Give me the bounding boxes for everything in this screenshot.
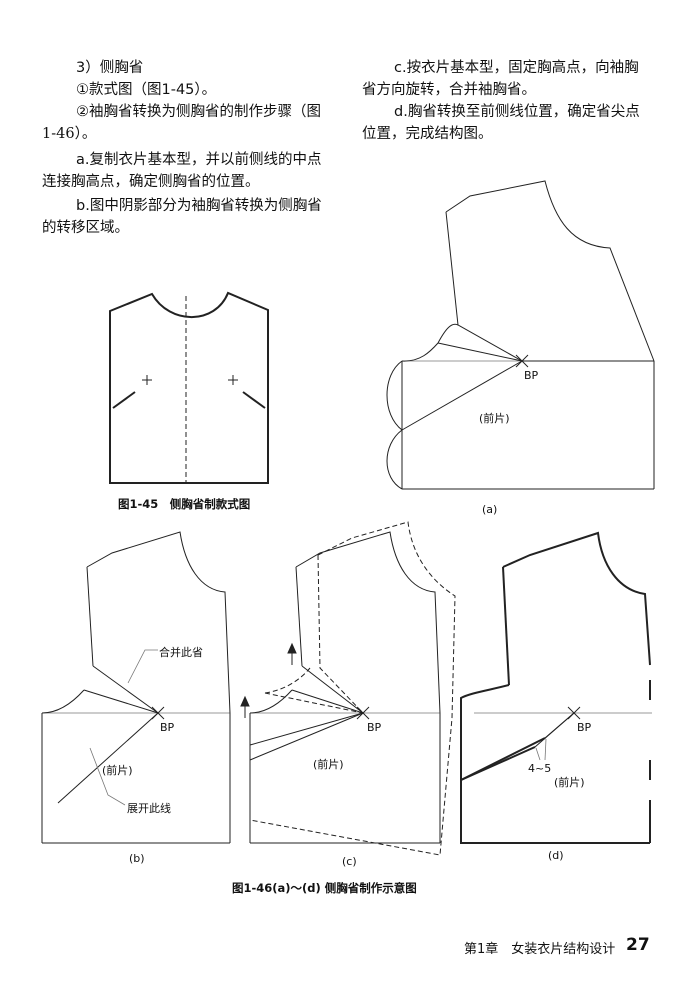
step-d-text-line1: d.胸省转换至前侧线位置，确定省尖点 xyxy=(394,104,640,120)
step-c-text-line1: c.按衣片基本型，固定胸高点，向袖胸 xyxy=(394,60,639,76)
section-heading: 3）侧胸省 xyxy=(76,60,144,76)
figure-c-label: (c) xyxy=(342,855,357,868)
figure-1-46-caption: 图1-46(a)～(d) 侧胸省制作示意图 xyxy=(232,881,417,895)
figure-b-label: (b) xyxy=(129,852,145,865)
step-1-text: ①款式图（图1-45）。 xyxy=(76,82,217,98)
bp-label-a: BP xyxy=(524,369,539,382)
figure-a xyxy=(386,180,655,490)
figure-1-45-caption: 图1-45 侧胸省制款式图 xyxy=(118,497,251,511)
step-2-text-line1: ②袖胸省转换为侧胸省的制作步骤（图 xyxy=(76,104,321,120)
step-a-text-line1: a.复制衣片基本型，并以前侧线的中点 xyxy=(76,152,322,168)
figure-b xyxy=(41,531,231,844)
style-sketch xyxy=(109,291,269,484)
figure-a-label: (a) xyxy=(482,503,498,516)
dart-size-label: 4~5 xyxy=(528,762,552,775)
chapter-footer: 第1章 女装衣片结构设计 xyxy=(464,942,616,957)
front-piece-label-b: (前片) xyxy=(102,764,133,777)
front-piece-label-c: (前片) xyxy=(313,758,344,771)
step-a-text-line2: 连接胸高点，确定侧胸省的位置。 xyxy=(42,174,260,190)
step-2-text-line2: 1-46）。 xyxy=(42,126,97,142)
step-b-text-line1: b.图中阴影部分为袖胸省转换为侧胸省 xyxy=(76,198,322,214)
figure-d xyxy=(460,531,652,844)
front-piece-label-a: (前片) xyxy=(479,412,510,425)
step-c-text-line2: 省方向旋转，合并袖胸省。 xyxy=(362,82,536,98)
front-piece-label-d: (前片) xyxy=(554,776,585,789)
step-b-text-line2: 的转移区域。 xyxy=(42,220,129,236)
bp-label-d: BP xyxy=(577,721,592,734)
open-line-label: 展开此线 xyxy=(127,802,171,815)
figure-c xyxy=(240,521,456,856)
bp-label-b: BP xyxy=(160,721,175,734)
step-d-text-line2: 位置，完成结构图。 xyxy=(362,126,493,142)
merge-dart-label: 合并此省 xyxy=(159,646,203,659)
bp-label-c: BP xyxy=(367,721,382,734)
figure-d-label: (d) xyxy=(548,849,564,862)
page-number: 27 xyxy=(626,935,650,955)
